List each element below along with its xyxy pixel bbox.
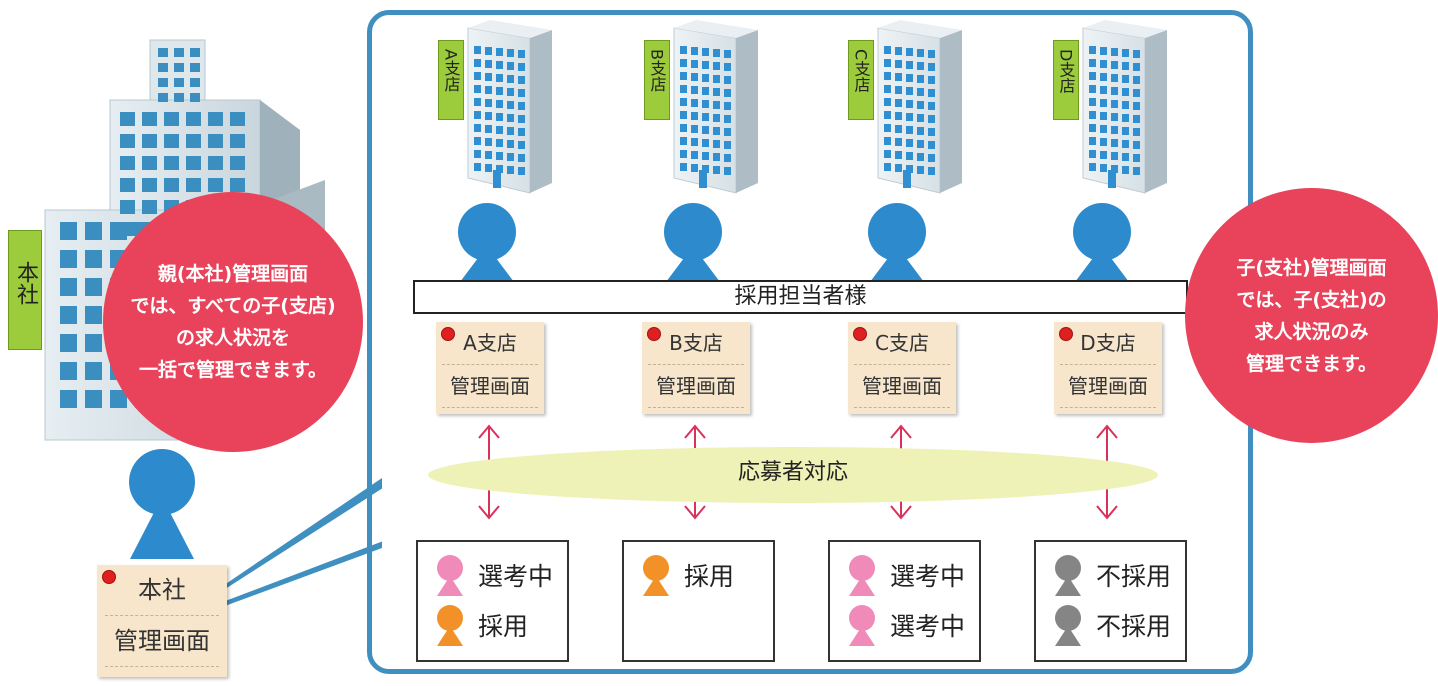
pin-icon [853,327,867,341]
branch-admin-note: C支店 管理画面 [848,322,956,414]
applicant-person-icon [437,555,463,596]
applicant-handling-label: 応募者対応 [737,460,848,485]
applicant-person-icon [1055,605,1081,646]
applicant-item: 採用 [638,550,773,600]
branch-sign: B支店 [644,40,670,120]
branch-building [467,20,552,194]
branch-note-line: 管理画面 [648,365,744,408]
child-bubble-line: 管理できます。 [1245,352,1378,375]
applicant-handling-ellipse [428,447,1158,503]
applicant-status: 採用 [478,612,529,641]
branch-building [1082,20,1167,194]
applicant-person-icon [1055,555,1081,596]
branch-sign: D支店 [1053,40,1079,120]
hq-note-line: 本社 [105,565,219,616]
applicant-item: 不採用 [1050,550,1185,600]
applicant-status: 選考中 [478,562,554,591]
hq-bubble-line: 親(本社)管理画面 [157,263,309,285]
hq-info-bubble: 親(本社)管理画面 では、すべての子(支店) の求人状況を 一括で管理できます。 [103,192,363,452]
hq-sign: 本社 [8,230,42,350]
recruiter-person-icon [664,203,722,282]
recruiter-banner: 採用担当者様 [413,280,1188,314]
pin-icon [647,327,661,341]
hq-note-line: 管理画面 [105,616,219,667]
branch-note-line: 管理画面 [442,365,538,408]
recruiter-person-icon [458,203,516,282]
applicant-person-icon [849,555,875,596]
branch-building [877,20,962,194]
branch-sign: A支店 [438,40,464,120]
applicant-item: 選考中 [844,600,979,650]
applicant-status: 選考中 [890,612,966,641]
applicant-person-icon [437,605,463,646]
hq-bubble-line: では、すべての子(支店) [130,295,336,317]
branch-sign: C支店 [848,40,874,120]
branch-admin-note: D支店 管理画面 [1054,322,1162,414]
branch-note-line: 管理画面 [854,365,950,408]
hq-bubble-line: 一括で管理できます。 [138,359,328,381]
applicant-box: 選考中 選考中 [828,540,981,662]
applicant-item: 不採用 [1050,600,1185,650]
hq-manager-person-icon [129,449,195,559]
applicant-status: 不採用 [1096,562,1172,591]
hq-admin-note: 本社 管理画面 [97,565,227,677]
child-info-bubble: 子(支社)管理画面 では、子(支社)の 求人状況のみ 管理できます。 [1185,188,1438,443]
applicant-status: 不採用 [1096,612,1172,641]
branch-note-line: 管理画面 [1060,365,1156,408]
branch-note-line: B支店 [648,322,744,365]
branch-note-line: A支店 [442,322,538,365]
applicant-status: 選考中 [890,562,966,591]
pin-icon [102,570,116,584]
branch-sign-label: A支店 [441,49,461,92]
applicant-item: 採用 [432,600,567,650]
hq-bubble-line: の求人状況を [175,327,290,349]
child-bubble-line: では、子(支社)の [1236,288,1387,311]
branch-note-line: D支店 [1060,322,1156,365]
branch-admin-note: A支店 管理画面 [436,322,544,414]
recruiter-person-icon [1073,203,1131,282]
pin-icon [441,327,455,341]
branch-sign-label: D支店 [1056,49,1076,94]
applicant-box: 選考中 採用 [416,540,569,662]
applicant-person-icon [643,555,669,596]
pin-icon [1059,327,1073,341]
branch-note-line: C支店 [854,322,950,365]
applicant-box: 不採用 不採用 [1034,540,1187,662]
applicant-person-icon [849,605,875,646]
branch-building [673,20,758,194]
applicant-status: 採用 [684,562,735,591]
branch-sign-label: C支店 [851,49,871,93]
branch-sign-label: B支店 [647,49,667,92]
applicant-item: 選考中 [844,550,979,600]
hq-sign-label: 本社 [13,261,38,305]
recruiter-person-icon [868,203,926,282]
branch-admin-note: B支店 管理画面 [642,322,750,414]
applicant-box: 採用 [622,540,775,662]
applicant-item: 選考中 [432,550,567,600]
child-bubble-line: 求人状況のみ [1254,320,1369,343]
child-bubble-line: 子(支社)管理画面 [1236,256,1387,279]
